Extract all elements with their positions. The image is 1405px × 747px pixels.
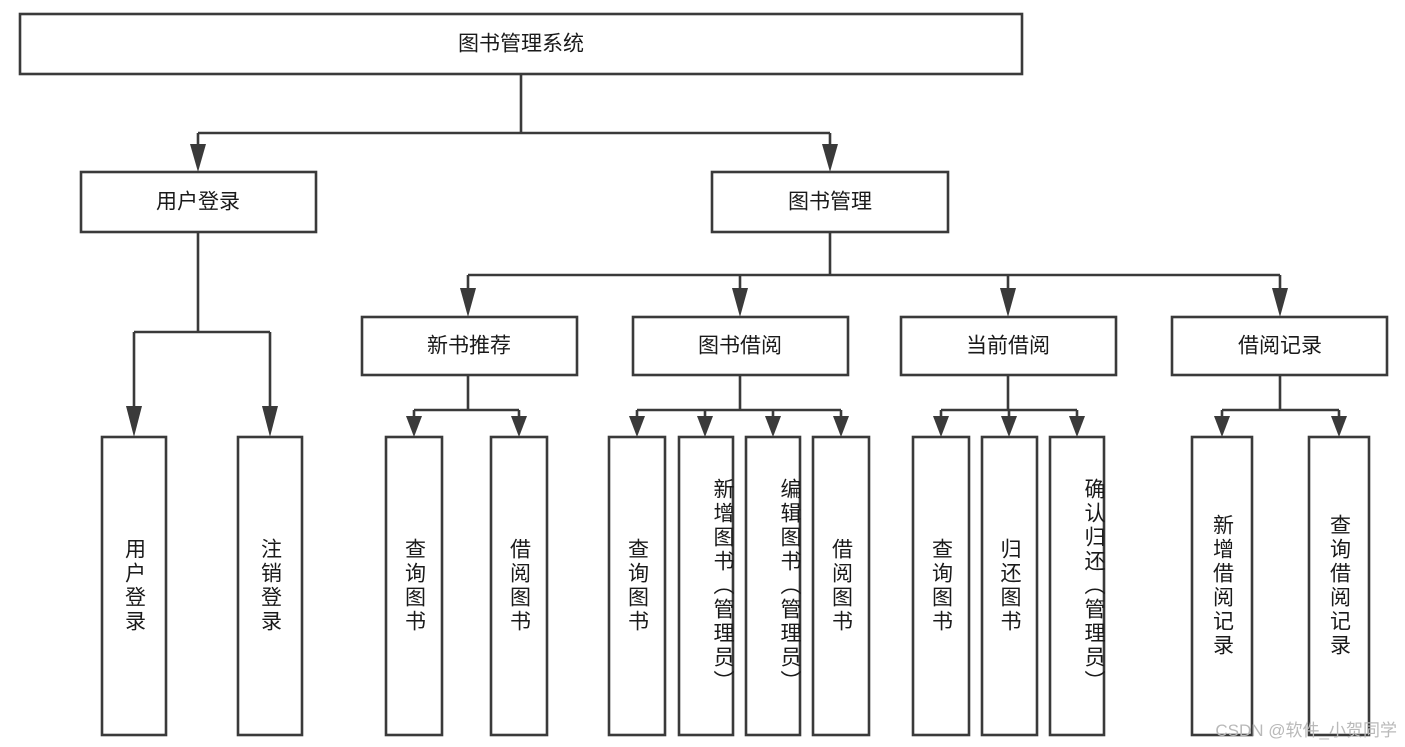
arrow-head-leaf-user-login [126, 406, 142, 437]
node-leaf-query-record-box[interactable] [1307, 435, 1371, 737]
node-leaf-query-book-1-box[interactable] [384, 435, 444, 737]
node-root-label: 图书管理系统 [458, 33, 584, 56]
arrow-head-leaf-add-record [1214, 416, 1230, 437]
arrow-head-leaf-return-book [1001, 416, 1017, 437]
node-leaf-add-record-box[interactable] [1190, 435, 1254, 737]
arrow-head-leaf-borrow-book-1 [511, 416, 527, 437]
node-user-login-label: 用户登录 [156, 191, 240, 214]
node-book-manage-label: 图书管理 [788, 191, 872, 214]
node-leaf-borrow-book-1-box[interactable] [489, 435, 549, 737]
node-leaf-logout-box[interactable] [236, 435, 304, 737]
arrow-head-leaf-add-book [697, 416, 713, 437]
node-book-manage-box[interactable] [710, 170, 950, 234]
arrow-head-leaf-query-record [1331, 416, 1347, 437]
arrow-head-new-book-recommend [460, 288, 476, 317]
node-current-borrow-box[interactable] [899, 315, 1118, 377]
node-user-login-box[interactable] [79, 170, 318, 234]
node-leaf-query-book-2-box[interactable] [607, 435, 667, 737]
node-book-borrow-label: 图书借阅 [698, 335, 782, 358]
arrow-head-leaf-borrow-book-2 [833, 416, 849, 437]
csdn-watermark: CSDN @软件_小贺同学 [1215, 721, 1397, 740]
arrow-head-leaf-confirm-return [1069, 416, 1085, 437]
node-root-box[interactable] [18, 12, 1024, 76]
node-new-book-recommend-box[interactable] [360, 315, 579, 377]
connector-layer [126, 74, 1347, 437]
arrow-head-leaf-query-book-1 [406, 416, 422, 437]
node-leaf-return-book-box[interactable] [980, 435, 1039, 737]
node-borrow-record-box[interactable] [1170, 315, 1389, 377]
arrow-head-book-borrow [732, 288, 748, 317]
arrow-head-leaf-query-book-3 [933, 416, 949, 437]
arrow-head-leaf-edit-book [765, 416, 781, 437]
node-book-borrow-box[interactable] [631, 315, 850, 377]
arrow-head-book-manage [822, 144, 838, 172]
arrow-head-user-login [190, 144, 206, 172]
node-leaf-confirm-return-box[interactable] [1048, 435, 1106, 737]
node-leaf-edit-book-box[interactable] [744, 435, 802, 737]
arrow-head-leaf-logout [262, 406, 278, 437]
arrow-head-current-borrow [1000, 288, 1016, 317]
node-leaf-add-book-box[interactable] [677, 435, 735, 737]
node-leaf-user-login-box[interactable] [100, 435, 168, 737]
node-new-book-recommend-label: 新书推荐 [427, 335, 511, 358]
arrow-head-borrow-record [1272, 288, 1288, 317]
arrow-head-leaf-query-book-2 [629, 416, 645, 437]
node-leaf-borrow-book-2-box[interactable] [811, 435, 871, 737]
node-layer: 图书管理系统 用户登录 图书管理 新书推荐 图书借阅 当前借阅 借阅记录 [18, 12, 1389, 737]
node-leaf-query-book-3-box[interactable] [911, 435, 971, 737]
node-current-borrow-label: 当前借阅 [966, 335, 1050, 358]
node-borrow-record-label: 借阅记录 [1238, 335, 1322, 358]
